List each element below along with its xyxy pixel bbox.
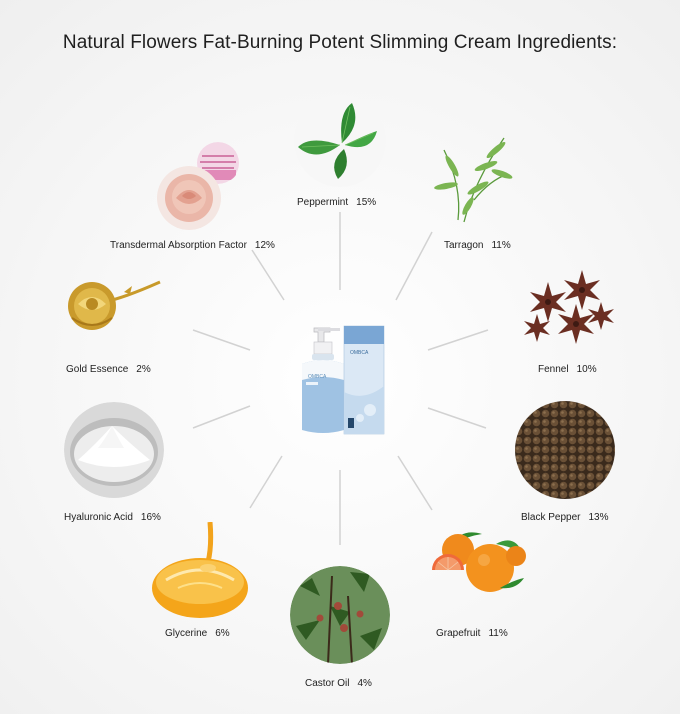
rose-image: [156, 166, 222, 230]
ingredient-name: Hyaluronic Acid: [64, 512, 133, 523]
ingredient-percent: 11%: [488, 628, 508, 639]
ray-glycerine: [249, 455, 283, 509]
ingredient-percent: 11%: [491, 240, 511, 251]
ingredient-label: Black Pepper 13%: [521, 512, 609, 523]
ingredient-label: Gold Essence 2%: [66, 364, 151, 375]
ray-fennel: [427, 329, 489, 351]
ray-gold-essence: [192, 329, 251, 351]
ingredient-percent: 13%: [588, 512, 609, 523]
ingredient-label: Glycerine 6%: [165, 628, 230, 639]
tarragon-image: [434, 130, 518, 228]
ingredient-percent: 15%: [356, 197, 377, 208]
ingredient-label: Castor Oil 4%: [305, 678, 372, 689]
hyaluronic-acid-image: [64, 402, 164, 498]
ingredient-percent: 2%: [136, 364, 151, 375]
black-pepper-image: [514, 400, 616, 500]
ingredient-name: Grapefruit: [436, 628, 481, 639]
ingredient-label: Fennel 10%: [538, 364, 597, 375]
ingredient-percent: 6%: [215, 628, 230, 639]
ingredient-name: Castor Oil: [305, 678, 350, 689]
ingredient-percent: 10%: [576, 364, 597, 375]
ingredient-percent: 16%: [140, 512, 161, 523]
box-brand: OMBCA: [350, 350, 369, 356]
ray-grapefruit: [397, 455, 433, 511]
peppermint-image: [290, 95, 390, 187]
ingredient-label: Tarragon 11%: [444, 240, 511, 251]
ingredient-name: Peppermint: [297, 197, 349, 208]
ingredient-name: Tarragon: [444, 240, 484, 251]
page-title: Natural Flowers Fat-Burning Potent Slimm…: [62, 32, 618, 53]
castor-oil-image: [290, 566, 390, 664]
ingredient-label: Peppermint 15%: [297, 197, 376, 208]
grapefruit-image: [430, 526, 526, 598]
ingredient-label: Transdermal Absorption Factor 12%: [110, 240, 275, 251]
ingredient-label: Grapefruit 11%: [436, 628, 508, 639]
product-image: OMBCA OMBCA: [290, 322, 390, 442]
ingredient-name: Fennel: [538, 364, 569, 375]
ingredient-name: Gold Essence: [66, 364, 129, 375]
ray-hyaluronic: [192, 405, 251, 429]
ingredient-name: Glycerine: [165, 628, 208, 639]
ingredient-label: Hyaluronic Acid 16%: [64, 512, 161, 523]
ingredient-name: Black Pepper: [521, 512, 581, 523]
bottle-brand: OMBCA: [308, 374, 327, 380]
ingredient-percent: 4%: [357, 678, 372, 689]
glycerine-image: [150, 522, 250, 620]
ray-black-pepper: [427, 407, 487, 429]
ingredient-percent: 12%: [254, 240, 275, 251]
ray-tarragon: [395, 231, 433, 301]
fennel-image: [516, 256, 616, 344]
gold-essence-image: [64, 270, 162, 340]
ray-transdermal: [251, 249, 285, 301]
ingredient-name: Transdermal Absorption Factor: [110, 240, 247, 251]
